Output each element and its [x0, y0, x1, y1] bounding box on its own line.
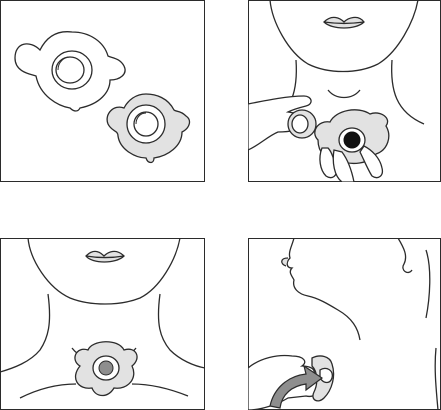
panel-plate-in-place: [0, 238, 205, 410]
panel-base-plates: [0, 0, 205, 182]
panel-apply-plate: [248, 0, 441, 182]
base-plates-illustration: [0, 0, 205, 182]
panel-rotate-insert: [248, 238, 441, 410]
plate-in-place-illustration: [0, 238, 205, 410]
rotate-insert-illustration: [248, 238, 441, 410]
apply-plate-illustration: [248, 0, 441, 182]
